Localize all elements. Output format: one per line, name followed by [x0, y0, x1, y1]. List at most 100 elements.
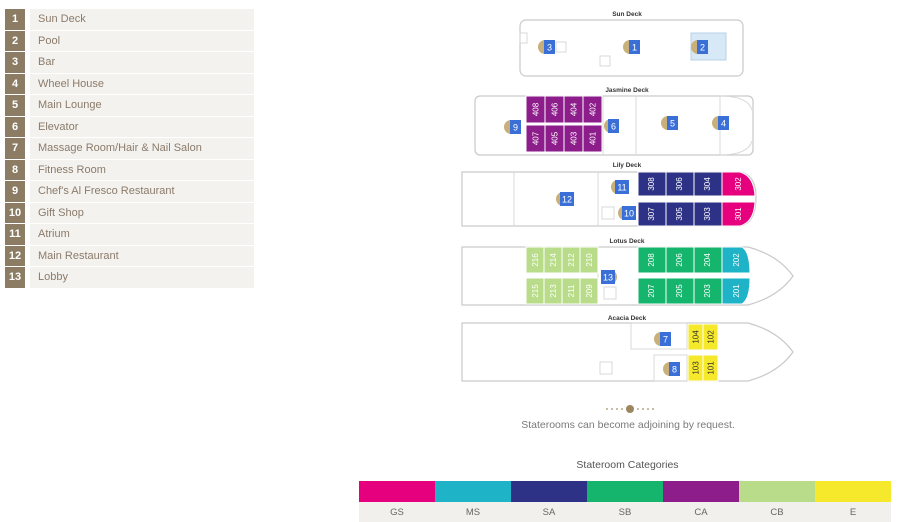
marker-5[interactable]: 5	[661, 116, 678, 130]
category-e: E	[815, 481, 891, 522]
cabin-401[interactable]: 401	[582, 124, 603, 153]
legend-label: Atrium	[30, 224, 254, 245]
cabin-408[interactable]: 408	[525, 95, 546, 124]
cabin-101[interactable]: 101	[702, 354, 719, 382]
cabin-209[interactable]: 209	[579, 277, 599, 305]
cabin-204[interactable]: 204	[693, 246, 723, 274]
cabin-402[interactable]: 402	[582, 95, 603, 124]
cabin-406[interactable]: 406	[544, 95, 565, 124]
jasmine-cabins-top: 408 406 404 402	[525, 95, 603, 124]
category-label: CB	[739, 502, 815, 522]
marker-1[interactable]: 1	[623, 40, 640, 54]
svg-text:212: 212	[567, 253, 576, 267]
cabin-213[interactable]: 213	[543, 277, 563, 305]
marker-3[interactable]: 3	[538, 40, 555, 54]
category-swatch	[359, 481, 435, 502]
ship-deck-plan: Sun Deck 3 1 2 Jasmine Deck 408 406 404 …	[461, 11, 794, 382]
cabin-403[interactable]: 403	[563, 124, 584, 153]
cabin-304[interactable]: 304	[693, 171, 723, 197]
marker-2[interactable]: 2	[691, 40, 708, 54]
cabin-104[interactable]: 104	[687, 323, 704, 351]
pager-dot[interactable]	[642, 408, 644, 410]
svg-text:209: 209	[585, 284, 594, 298]
cabin-307[interactable]: 307	[637, 201, 667, 227]
pager-dot[interactable]	[611, 408, 613, 410]
svg-text:3: 3	[547, 43, 552, 53]
cabin-306[interactable]: 306	[665, 171, 695, 197]
marker-4[interactable]: 4	[712, 116, 729, 130]
legend-label: Elevator	[30, 116, 254, 137]
svg-text:103: 103	[692, 361, 701, 375]
stateroom-categories: GS MS SA SB CA CB E	[359, 481, 891, 522]
cabin-206[interactable]: 206	[665, 246, 695, 274]
pager-dot[interactable]	[637, 408, 639, 410]
cabin-301[interactable]: 301	[721, 201, 756, 227]
cabin-215[interactable]: 215	[525, 277, 545, 305]
category-swatch	[511, 481, 587, 502]
marker-6[interactable]: 6	[604, 119, 619, 133]
acacia-salon-room	[630, 322, 688, 350]
svg-text:307: 307	[647, 207, 656, 221]
pager-dot[interactable]	[652, 408, 654, 410]
lotus-elevator-shaft	[603, 286, 617, 300]
pager-dot[interactable]	[606, 408, 608, 410]
cabin-303[interactable]: 303	[693, 201, 723, 227]
cabin-305[interactable]: 305	[665, 201, 695, 227]
svg-text:305: 305	[675, 207, 684, 221]
cabin-201[interactable]: 201	[721, 277, 751, 305]
cabin-216[interactable]: 216	[525, 246, 545, 274]
cabin-212[interactable]: 212	[561, 246, 581, 274]
svg-text:7: 7	[663, 335, 668, 345]
carousel-pager[interactable]	[606, 405, 654, 413]
marker-11[interactable]: 11	[611, 180, 629, 194]
marker-12[interactable]: 12	[556, 192, 574, 206]
svg-text:406: 406	[551, 102, 560, 116]
marker-13[interactable]: 13	[601, 270, 617, 284]
lily-cabins-top: 308 306 304 302	[637, 171, 756, 197]
pager-dot[interactable]	[647, 408, 649, 410]
cabin-211[interactable]: 211	[561, 277, 581, 305]
svg-text:202: 202	[732, 253, 741, 267]
lotus-cabins-top: 216 214 212 210 208 206 204 202	[525, 246, 751, 274]
cabin-202[interactable]: 202	[721, 246, 751, 274]
pager-dot[interactable]	[621, 408, 623, 410]
marker-8[interactable]: 8	[663, 362, 680, 376]
acacia-cabins-bottom: 103 101	[687, 354, 719, 382]
svg-text:403: 403	[570, 131, 579, 145]
category-swatch	[815, 481, 891, 502]
cabin-210[interactable]: 210	[579, 246, 599, 274]
marker-7[interactable]: 7	[654, 332, 671, 346]
acacia-cabins-top: 104 102	[687, 323, 719, 351]
svg-text:301: 301	[734, 207, 743, 221]
pager-dot-active[interactable]	[626, 405, 634, 413]
cabin-102[interactable]: 102	[702, 323, 719, 351]
svg-text:2: 2	[700, 43, 705, 53]
pager-dot[interactable]	[616, 408, 618, 410]
cabin-205[interactable]: 205	[665, 277, 695, 305]
svg-text:405: 405	[551, 131, 560, 145]
marker-10[interactable]: 10	[618, 206, 636, 220]
marker-9[interactable]: 9	[504, 120, 521, 134]
category-swatch	[663, 481, 739, 502]
svg-text:308: 308	[647, 177, 656, 191]
cabin-308[interactable]: 308	[637, 171, 667, 197]
cabin-103[interactable]: 103	[687, 354, 704, 382]
cabin-302[interactable]: 302	[721, 171, 756, 197]
cabin-405[interactable]: 405	[544, 124, 565, 153]
svg-text:13: 13	[603, 273, 613, 283]
legend-label: Lobby	[30, 267, 254, 288]
cabin-207[interactable]: 207	[637, 277, 667, 305]
legend-number: 4	[5, 73, 25, 94]
legend-number: 12	[5, 245, 25, 266]
cabin-407[interactable]: 407	[525, 124, 546, 153]
cabin-208[interactable]: 208	[637, 246, 667, 274]
cabin-203[interactable]: 203	[693, 277, 723, 305]
cabin-404[interactable]: 404	[563, 95, 584, 124]
cabin-214[interactable]: 214	[543, 246, 563, 274]
legend-number: 8	[5, 159, 25, 180]
acacia-deck-hull	[461, 322, 794, 382]
legend-number: 5	[5, 95, 25, 116]
